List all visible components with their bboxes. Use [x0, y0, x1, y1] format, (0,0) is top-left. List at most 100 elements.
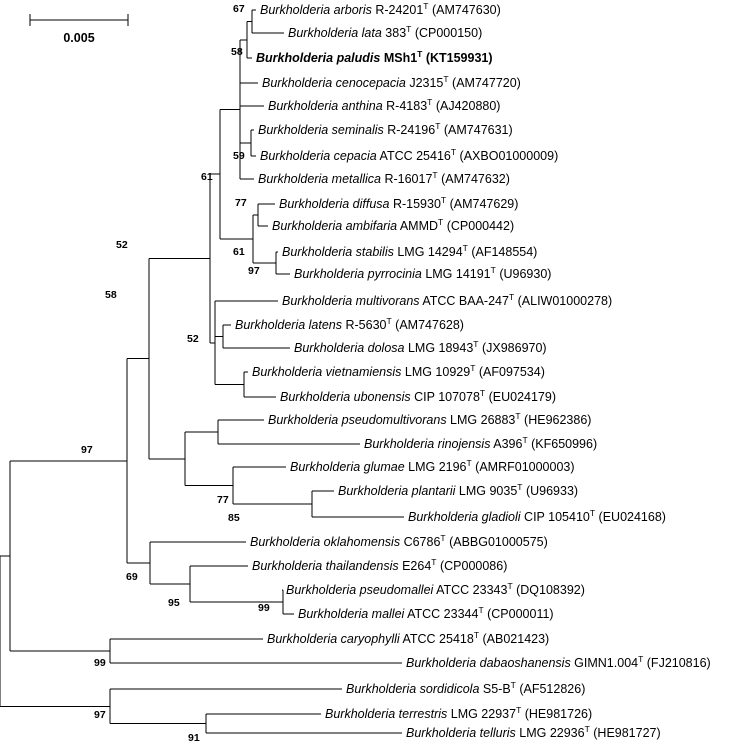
taxon-label: Burkholderia paludis MSh1T (KT159931): [256, 49, 493, 65]
taxon-label: Burkholderia arboris R-24201T (AM747630): [260, 1, 501, 17]
taxon-name: Burkholderia thailandensis: [252, 559, 399, 573]
type-strain-marker: T: [507, 581, 512, 591]
taxon-name: Burkholderia anthina: [268, 99, 383, 113]
taxon-accession: (CP000011): [484, 607, 554, 621]
taxon-accession: (AJ420880): [432, 99, 500, 113]
taxon-accession: (AM747629): [446, 197, 518, 211]
taxon-label: Burkholderia pseudomallei ATCC 23343T (D…: [286, 581, 585, 597]
taxon-accession: (AXBO01000009): [456, 149, 558, 163]
taxon-strain: R-16017: [381, 172, 432, 186]
type-strain-marker: T: [451, 147, 456, 157]
taxon-strain: CIP 107078: [411, 390, 480, 404]
taxon-accession: (AB021423): [479, 632, 549, 646]
bootstrap-value: 99: [94, 657, 106, 669]
taxon-label: Burkholderia terrestris LMG 22937T (HE98…: [325, 705, 592, 721]
taxon-accession: (KT159931): [422, 51, 492, 65]
taxon-label: Burkholderia glumae LMG 2196T (AMRF01000…: [290, 458, 575, 474]
taxon-name: Burkholderia paludis: [256, 51, 380, 65]
taxon-accession: (AF512826): [516, 682, 585, 696]
taxon-strain: R-4183: [383, 99, 428, 113]
taxon-name: Burkholderia telluris: [406, 726, 516, 740]
taxon-strain: ATCC 25418: [400, 632, 474, 646]
type-strain-marker: T: [585, 724, 590, 734]
taxon-strain: LMG 9035: [455, 484, 517, 498]
taxon-label: Burkholderia lata 383T (CP000150): [288, 24, 482, 40]
taxon-strain: LMG 14294: [394, 245, 463, 259]
taxon-accession: (AF148554): [468, 245, 537, 259]
taxon-strain: R-24196: [384, 123, 435, 137]
taxon-accession: (EU024179): [485, 390, 556, 404]
taxon-strain: R-5630: [342, 318, 387, 332]
type-strain-marker: T: [509, 292, 514, 302]
bootstrap-value: 61: [233, 246, 245, 258]
taxon-name: Burkholderia pseudomallei: [286, 583, 435, 597]
type-strain-marker: T: [515, 411, 520, 421]
taxon-strain: LMG 18943: [405, 341, 474, 355]
taxon-accession: (AF097534): [475, 365, 544, 379]
taxon-name: Burkholderia plantarii: [338, 484, 457, 498]
taxon-accession: (AM747720): [449, 76, 521, 90]
taxon-label: Burkholderia mallei ATCC 23344T (CP00001…: [298, 605, 554, 621]
taxon-strain: ATCC 23344: [404, 607, 478, 621]
taxon-name: Burkholderia ambifaria: [272, 219, 397, 233]
taxon-label: Burkholderia seminalis R-24196T (AM74763…: [258, 121, 513, 137]
taxon-accession: (FJ210816): [643, 656, 710, 670]
type-strain-marker: T: [480, 388, 485, 398]
taxon-strain: AMMD: [397, 219, 438, 233]
taxon-strain: S5-B: [479, 682, 510, 696]
bootstrap-value: 97: [94, 709, 106, 721]
bootstrap-value: 69: [126, 571, 138, 583]
taxon-strain: E264: [399, 559, 432, 573]
taxon-labels: Burkholderia arboris R-24201T (AM747630)…: [235, 1, 711, 740]
type-strain-marker: T: [491, 265, 496, 275]
taxon-strain: R-24201: [372, 3, 423, 17]
taxon-label: Burkholderia ubonensis CIP 107078T (EU02…: [280, 388, 556, 404]
taxon-strain: GIMN1.004: [571, 656, 638, 670]
taxon-name: Burkholderia gladioli: [408, 510, 522, 524]
taxon-name: Burkholderia cenocepacia: [262, 76, 406, 90]
taxon-name: Burkholderia cepacia: [260, 149, 377, 163]
scale-bar-label: 0.005: [63, 31, 94, 45]
type-strain-marker: T: [406, 24, 411, 34]
taxon-name: Burkholderia lata: [288, 26, 382, 40]
bootstrap-value: 97: [81, 444, 93, 456]
taxon-strain: MSh1: [380, 51, 417, 65]
taxon-label: Burkholderia diffusa R-15930T (AM747629): [279, 195, 518, 211]
taxon-name: Burkholderia dolosa: [294, 341, 405, 355]
taxon-name: Burkholderia diffusa: [279, 197, 390, 211]
type-strain-marker: T: [522, 435, 527, 445]
taxon-strain: ATCC 25416: [377, 149, 451, 163]
taxon-strain: LMG 26883: [447, 413, 516, 427]
taxon-strain: LMG 22936: [516, 726, 585, 740]
taxon-name: Burkholderia stabilis: [282, 245, 394, 259]
taxon-strain: A396: [490, 437, 522, 451]
taxon-accession: (CP000442): [443, 219, 514, 233]
type-strain-marker: T: [473, 339, 478, 349]
type-strain-marker: T: [516, 705, 521, 715]
type-strain-marker: T: [441, 195, 446, 205]
taxon-label: Burkholderia rinojensis A396T (KF650996): [364, 435, 597, 451]
taxon-accession: (AM747632): [438, 172, 510, 186]
taxon-accession: (ABBG01000575): [446, 535, 548, 549]
bootstrap-value: 58: [105, 289, 117, 301]
taxon-strain: J2315: [406, 76, 444, 90]
type-strain-marker: T: [417, 49, 423, 59]
type-strain-marker: T: [443, 74, 448, 84]
taxon-name: Burkholderia rinojensis: [364, 437, 490, 451]
bootstrap-value: 85: [228, 512, 240, 524]
scale-bar: 0.005: [29, 14, 129, 45]
taxon-name: Burkholderia ubonensis: [280, 390, 411, 404]
taxon-label: Burkholderia thailandensis E264T (CP0000…: [252, 557, 507, 573]
taxon-accession: (JX986970): [479, 341, 547, 355]
taxon-strain: LMG 22937: [447, 707, 516, 721]
taxon-accession: (U96933): [522, 484, 578, 498]
taxon-label: Burkholderia multivorans ATCC BAA-247T (…: [282, 292, 612, 308]
taxon-accession: (HE981726): [521, 707, 592, 721]
bootstrap-value: 99: [258, 602, 270, 614]
tree-branches: [0, 9, 404, 734]
taxon-label: Burkholderia telluris LMG 22936T (HE9817…: [406, 724, 661, 740]
taxon-label: Burkholderia latens R-5630T (AM747628): [235, 316, 464, 332]
taxon-accession: (AM747631): [440, 123, 512, 137]
taxon-accession: (HE962386): [521, 413, 592, 427]
type-strain-marker: T: [638, 654, 643, 664]
